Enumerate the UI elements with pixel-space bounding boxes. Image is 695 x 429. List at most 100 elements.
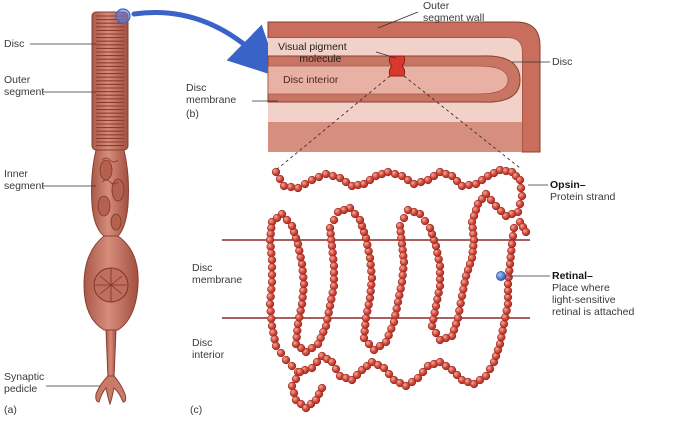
opsin-bead (397, 171, 407, 181)
label-retinal-desc-line1: Place where (552, 282, 610, 294)
opsin-bead (329, 215, 339, 225)
opsin-bead (441, 361, 451, 371)
label-outer-segment-line2: segment (4, 86, 45, 98)
panel-c-leaders (506, 184, 550, 277)
opsin-bead (271, 341, 281, 351)
opsin-bead (267, 277, 277, 287)
opsin-bead (375, 341, 385, 351)
opsin-bead (515, 175, 525, 185)
opsin-bead (295, 367, 305, 377)
opsin-bead (297, 259, 307, 269)
opsin-bead (364, 339, 374, 349)
opsin-bead (307, 363, 317, 373)
opsin-bead (267, 314, 276, 323)
opsin-bead (267, 263, 277, 272)
opsin-bead (287, 361, 297, 371)
opsin-bead (363, 240, 372, 249)
opsin-bead (347, 375, 357, 385)
opsin-bead (399, 213, 409, 223)
opsin-bead (486, 195, 496, 205)
opsin-bead (352, 370, 362, 380)
panel-letter-a: (a) (4, 404, 17, 416)
panel-b-leaders (252, 11, 550, 102)
opsin-bead (464, 180, 474, 190)
label-synaptic-pedicle-line1: Synaptic (4, 371, 45, 383)
label-outer-segment: Outer segment (4, 74, 44, 98)
label-disc-membrane-b-line1: Disc (186, 82, 207, 94)
label-opsin: Opsin– Protein strand (550, 179, 615, 203)
label-disc-interior-c-line2: interior (192, 349, 225, 361)
opsin-bead (286, 182, 296, 192)
opsin-strand (265, 165, 531, 413)
opsin-bead (287, 221, 297, 231)
opsin-bead (515, 199, 525, 209)
opsin-bead (457, 291, 467, 301)
opsin-bead (485, 364, 495, 374)
opsin-bead (333, 207, 343, 217)
opsin-bead (267, 270, 277, 279)
opsin-bead (517, 191, 527, 201)
opsin-bead (279, 181, 289, 191)
opsin-bead (312, 357, 322, 367)
opsin-bead (457, 181, 467, 191)
label-retinal: Retinal– Place where light-sensitive ret… (552, 270, 634, 318)
opsin-bead (455, 306, 464, 315)
panel-a-leaders (30, 43, 100, 387)
opsin-bead (403, 175, 413, 185)
label-retinal-desc-line2: light-sensitive (552, 294, 616, 306)
label-inner-segment-line2: segment (4, 180, 45, 192)
opsin-bead (403, 205, 413, 215)
opsin-bead (495, 339, 505, 349)
opsin-bead (431, 301, 441, 311)
opsin-bead (435, 357, 445, 367)
opsin-bead (429, 171, 439, 181)
opsin-bead (327, 295, 336, 304)
opsin-bead (509, 223, 519, 233)
synaptic-pedicle-shape (95, 375, 127, 406)
opsin-bead (435, 335, 445, 345)
opsin-bead (507, 239, 517, 249)
label-opsin-desc: Protein strand (550, 191, 616, 203)
magnify-source-circle (115, 8, 131, 24)
label-disc-interior-c: Disc interior (192, 337, 224, 361)
opsin-bead (498, 326, 507, 335)
opsin-bead (407, 377, 417, 387)
label-visual-pigment-molecule: Visual pigment molecule (278, 41, 347, 65)
opsin-bead (516, 183, 526, 193)
label-disc-interior-b: Disc interior (283, 74, 339, 86)
opsin-bead (431, 328, 441, 338)
label-visual-pigment-line2: molecule (299, 53, 342, 65)
opsin-bead (456, 299, 465, 308)
label-retinal-title: Retinal– (552, 270, 593, 282)
label-opsin-title: Opsin– (550, 179, 586, 191)
opsin-bead (355, 215, 365, 225)
opsin-bead (391, 311, 400, 320)
opsin-bead (423, 175, 433, 185)
opsin-bead (271, 167, 281, 177)
label-disc-interior-c-line1: Disc (192, 337, 213, 349)
opsin-bead (427, 321, 437, 331)
opsin-bead (365, 253, 375, 263)
label-disc-a: Disc (4, 38, 25, 50)
opsin-bead (433, 248, 442, 257)
label-outer-segment-wall-line1: Outer (423, 0, 450, 12)
panel-letter-b: (b) (186, 108, 199, 120)
opsin-bead (293, 319, 303, 329)
opsin-bead (418, 367, 428, 377)
opsin-bead (459, 285, 468, 294)
opsin-bead (289, 388, 299, 398)
opsin-bead (282, 215, 292, 225)
label-outer-segment-wall: Outer segment wall (423, 0, 484, 24)
opsin-bead (430, 308, 439, 317)
opsin-bead (475, 375, 485, 385)
opsin-bead (481, 371, 491, 381)
opsin-bead (321, 169, 331, 179)
opsin-bead (499, 319, 509, 329)
opsin-bead (447, 365, 457, 375)
opsin-bead (323, 315, 332, 324)
opsin-bead (447, 171, 457, 181)
magnify-arrow (131, 9, 280, 78)
opsin-bead (317, 383, 327, 393)
opsin-bead (365, 175, 375, 185)
opsin-bead (469, 379, 479, 389)
